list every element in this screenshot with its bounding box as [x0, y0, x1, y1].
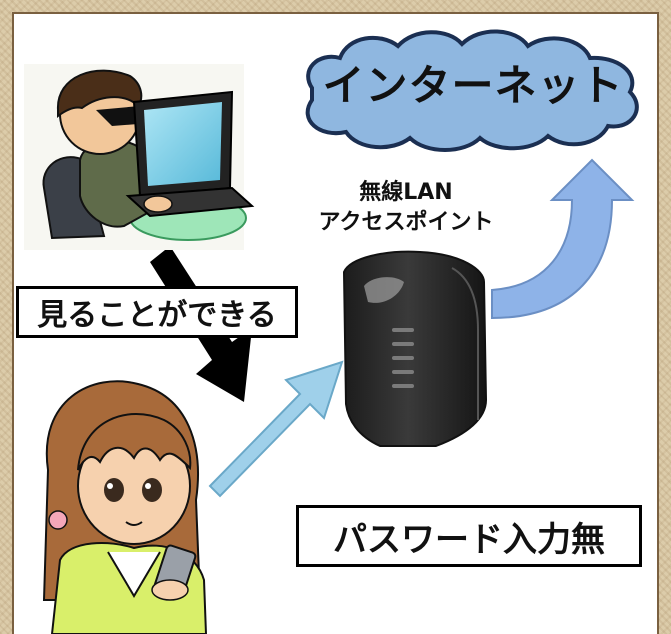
- visible-label-box: 見ることができる: [16, 286, 298, 338]
- girl-hand: [151, 579, 189, 601]
- internet-label: インターネット: [322, 61, 624, 110]
- router-led: [392, 342, 414, 346]
- router-led: [392, 356, 414, 360]
- router-label-line2: アクセスポイント: [318, 210, 494, 235]
- no-password-label: パスワード入力無: [333, 519, 605, 560]
- hair-tie: [48, 510, 68, 530]
- hacker-illustration: [24, 64, 255, 250]
- girl-to-router-arrow: [208, 360, 344, 498]
- router-led: [392, 370, 414, 374]
- hacker-hand: [143, 195, 173, 213]
- laptop-screen: [144, 102, 222, 186]
- girl-eye: [142, 478, 162, 502]
- router-led: [392, 384, 414, 388]
- router-label: 無線LAN アクセスポイント: [306, 178, 506, 238]
- visible-label: 見ることができる: [37, 298, 277, 333]
- sunglasses-icon: [96, 106, 140, 126]
- internet-cloud: [305, 29, 639, 152]
- uplink-arrow: [491, 158, 635, 320]
- girl-illustration: [42, 380, 208, 634]
- wireless-router: [342, 250, 488, 447]
- girl-eye: [104, 478, 124, 502]
- router-led: [392, 328, 414, 332]
- no-password-label-box: パスワード入力無: [296, 505, 642, 567]
- router-label-line1: 無線LAN: [359, 180, 453, 205]
